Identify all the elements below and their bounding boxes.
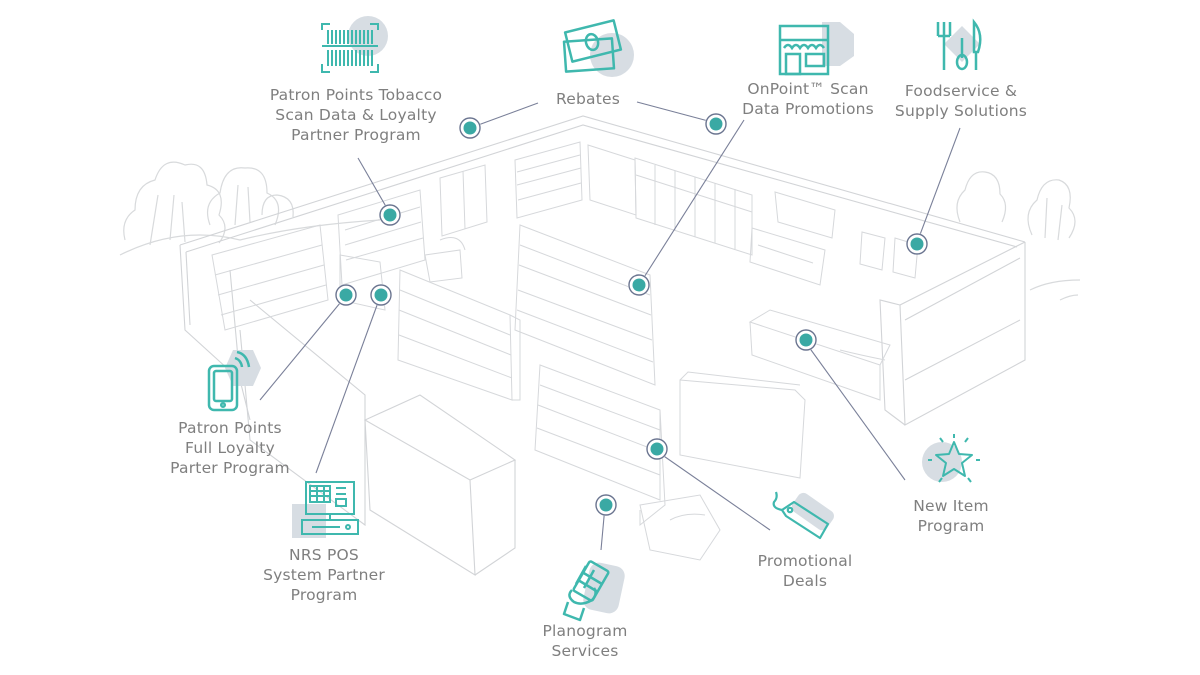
label-line: Program xyxy=(917,517,985,535)
hotspot-ring xyxy=(628,274,650,296)
hotspot-promotional[interactable] xyxy=(646,438,668,460)
callout-label-onpoint[interactable]: OnPoint™ Scan Data Promotions xyxy=(730,79,886,119)
label-line: Planogram xyxy=(542,622,628,640)
callout-label-nrs-pos[interactable]: NRS POS System Partner Program xyxy=(254,545,394,605)
callout-label-promotional[interactable]: Promotional Deals xyxy=(748,551,862,591)
label-line: Full Loyalty xyxy=(185,439,275,457)
hotspot-ring xyxy=(335,284,357,306)
hotspot-full-loyalty[interactable] xyxy=(335,284,357,306)
label-line: Supply Solutions xyxy=(894,102,1028,120)
hotspot-ring xyxy=(906,233,928,255)
label-line: NRS POS xyxy=(289,546,359,564)
leader-new-item xyxy=(805,342,906,481)
label-line: Promotional xyxy=(757,552,853,570)
trees-right-sketch xyxy=(956,171,1081,301)
hotspot-ring xyxy=(705,113,727,135)
storefront-icon xyxy=(778,22,854,76)
leader-rebates-right xyxy=(636,101,713,123)
leader-foodservice xyxy=(917,127,961,241)
sparkle-star-icon xyxy=(922,434,980,483)
hotspot-dot xyxy=(910,237,924,251)
hotspot-dot xyxy=(709,117,723,131)
hotspot-dot xyxy=(799,333,813,347)
callout-label-full-loyalty[interactable]: Patron Points Full Loyalty Parter Progra… xyxy=(160,418,300,478)
leader-onpoint xyxy=(640,119,745,283)
fork-knife-spoon-icon xyxy=(936,18,982,71)
hotspot-rebates-right[interactable] xyxy=(705,113,727,135)
planogram-hand-icon xyxy=(562,560,625,622)
label-line: Scan Data & Loyalty xyxy=(275,106,437,124)
label-line: Deals xyxy=(782,572,828,590)
callout-label-rebates[interactable]: Rebates xyxy=(546,89,630,109)
label-line: Foodservice & xyxy=(904,82,1018,100)
hotspot-dot xyxy=(383,208,397,222)
label-line: Services xyxy=(551,642,619,660)
hotspot-ring xyxy=(379,204,401,226)
hotspot-dot xyxy=(599,498,613,512)
hotspot-new-item[interactable] xyxy=(795,329,817,351)
hotspot-onpoint[interactable] xyxy=(628,274,650,296)
hotspot-nrs-pos[interactable] xyxy=(370,284,392,306)
shelving-sketch xyxy=(211,141,919,561)
label-line: System Partner xyxy=(263,566,385,584)
callout-label-foodservice[interactable]: Foodservice & Supply Solutions xyxy=(884,81,1038,121)
label-line: Rebates xyxy=(555,90,621,108)
hotspot-ring xyxy=(459,117,481,139)
leader-lines xyxy=(259,101,961,551)
leader-nrs-pos xyxy=(315,296,381,474)
hotspot-tobacco-loyalty[interactable] xyxy=(379,204,401,226)
leader-full-loyalty xyxy=(259,296,346,401)
hotspot-dot xyxy=(632,278,646,292)
label-line: Parter Program xyxy=(170,459,290,477)
label-line: OnPoint™ Scan xyxy=(747,80,869,98)
callout-label-planogram[interactable]: Planogram Services xyxy=(530,621,640,661)
callout-label-new-item[interactable]: New Item Program xyxy=(898,496,1004,536)
label-line: Patron Points Tobacco xyxy=(269,86,443,104)
hotspot-ring xyxy=(795,329,817,351)
trees-left-sketch xyxy=(119,161,381,256)
barcode-scan-icon xyxy=(321,16,388,73)
hotspot-ring xyxy=(370,284,392,306)
pos-terminal-icon xyxy=(292,481,359,538)
hotspot-ring xyxy=(595,494,617,516)
leader-promotional xyxy=(657,451,771,531)
hotspots xyxy=(335,113,928,516)
label-line: Program xyxy=(290,586,358,604)
label-line: Data Promotions xyxy=(742,100,874,118)
hotspot-foodservice[interactable] xyxy=(906,233,928,255)
hotspot-dot xyxy=(463,121,477,135)
leader-rebates-left xyxy=(469,102,539,129)
mobile-phone-icon xyxy=(207,350,261,412)
label-line: Patron Points xyxy=(178,419,282,437)
hotspot-ring xyxy=(646,438,668,460)
hotspot-rebates-left[interactable] xyxy=(459,117,481,139)
label-line: Partner Program xyxy=(291,126,421,144)
money-bills-icon xyxy=(562,19,634,77)
callout-label-tobacco-loyalty[interactable]: Patron Points Tobacco Scan Data & Loyalt… xyxy=(258,85,454,145)
hotspot-planogram[interactable] xyxy=(595,494,617,516)
leader-tobacco xyxy=(357,157,389,211)
hotspot-dot xyxy=(339,288,353,302)
hotspot-dot xyxy=(650,442,664,456)
hotspot-dot xyxy=(374,288,388,302)
price-tag-icon xyxy=(772,491,834,540)
label-line: New Item xyxy=(913,497,989,515)
